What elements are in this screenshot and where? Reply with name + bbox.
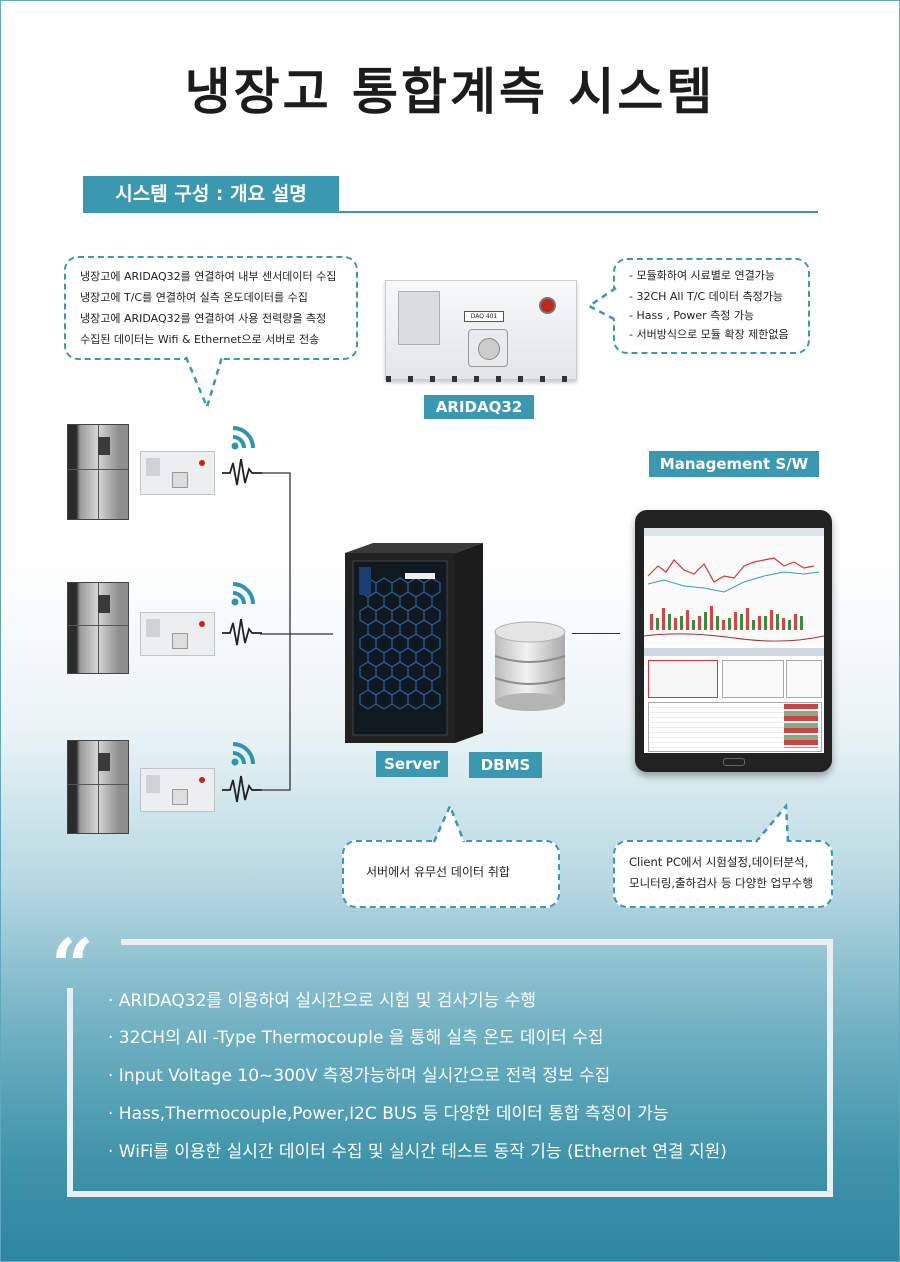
callout-line: 냉장고에 ARIDAQ32를 연결하여 내부 센서데이터 수집 xyxy=(80,270,337,283)
refrigerator-image xyxy=(67,740,129,834)
left-callout-box: 냉장고에 ARIDAQ32를 연결하여 내부 센서데이터 수집 냉장고에 T/C… xyxy=(64,256,358,360)
aridaq32-label: ARIDAQ32 xyxy=(424,395,534,419)
management-sw-screen xyxy=(644,528,824,753)
server-to-client-line xyxy=(572,633,620,635)
callout-line: 냉장고에 ARIDAQ32를 연결하여 사용 전력량을 측정 xyxy=(80,312,327,325)
client-callout-box: Client PC에서 시험설정,데이터분석, 모니터링,출하검사 등 다양한 … xyxy=(613,840,833,908)
server-callout-box: 서버에서 유무선 데이터 취합 xyxy=(342,840,560,908)
summary-bullet: · Hass,Thermocouple,Power,I2C BUS 등 다양한 … xyxy=(108,1104,669,1124)
section-label: 시스템 구성 : 개요 설명 xyxy=(83,176,339,213)
daq-unit-image xyxy=(140,451,215,495)
emergency-button-icon xyxy=(539,297,556,314)
server-tower-image xyxy=(345,543,483,743)
wifi-icon xyxy=(231,582,255,606)
signal-wave-icon xyxy=(222,458,262,486)
summary-bullet: · 32CH의 All -Type Thermocouple 을 통해 실측 온… xyxy=(108,1028,604,1048)
server-callout-pointer xyxy=(432,802,466,844)
summary-bullet: · WiFi를 이용한 실시간 데이터 수집 및 실시간 테스트 동작 기능 (… xyxy=(108,1142,727,1162)
callout-line: - 모듈화하여 시료별로 연결가능 xyxy=(629,269,776,282)
left-callout-pointer xyxy=(184,353,224,411)
device-connectors xyxy=(386,376,574,382)
tablet-image xyxy=(635,510,832,772)
daq-unit-image xyxy=(140,768,215,812)
refrigerator-image xyxy=(67,424,129,520)
callout-line: 냉장고에 T/C를 연결하여 실측 온도데이터를 수집 xyxy=(80,291,308,304)
wifi-icon xyxy=(231,742,255,766)
device-label-plate xyxy=(398,291,440,345)
daq-unit-image xyxy=(140,612,215,656)
summary-bullet: · Input Voltage 10~300V 측정가능하며 실시간으로 전력 … xyxy=(108,1066,611,1086)
server-callout-text: 서버에서 유무선 데이터 취합 xyxy=(366,865,510,879)
summary-frame xyxy=(67,939,833,1197)
callout-line: - 32CH All T/C 데이터 측정가능 xyxy=(629,290,783,303)
management-sw-label: Management S/W xyxy=(649,451,819,477)
callout-line: 수집된 데이터는 Wifi & Ethernet으로 서버로 전송 xyxy=(80,333,320,346)
client-callout-line: 모니터링,출하검사 등 다양한 업무수행 xyxy=(629,876,813,890)
wifi-icon xyxy=(231,426,255,450)
summary-bullet: · ARIDAQ32를 이용하여 실시간으로 시험 및 검사기능 수행 xyxy=(108,991,536,1011)
section-divider xyxy=(83,211,818,213)
database-icon xyxy=(494,621,566,711)
power-outlet-icon xyxy=(468,329,508,367)
device-panel-text: DAQ 401 xyxy=(464,311,504,322)
callout-line: - 서버방식으로 모듈 확장 제한없음 xyxy=(629,328,789,341)
client-callout-pointer xyxy=(755,802,790,844)
signal-wave-icon xyxy=(222,775,262,803)
right-callout-box: - 모듈화하여 시료별로 연결가능 - 32CH All T/C 데이터 측정가… xyxy=(613,258,810,354)
signal-wave-icon xyxy=(222,618,262,646)
refrigerator-image xyxy=(67,582,129,674)
client-callout-line: Client PC에서 시험설정,데이터분석, xyxy=(629,855,809,869)
server-label: Server xyxy=(376,751,448,777)
connection-lines xyxy=(260,472,333,791)
right-callout-pointer xyxy=(586,286,620,322)
aridaq32-device-image: DAQ 401 xyxy=(385,280,577,380)
callout-line: - Hass , Power 측정 가능 xyxy=(629,309,755,322)
dbms-label: DBMS xyxy=(469,752,542,778)
page-title: 냉장고 통합계측 시스템 xyxy=(184,63,716,121)
